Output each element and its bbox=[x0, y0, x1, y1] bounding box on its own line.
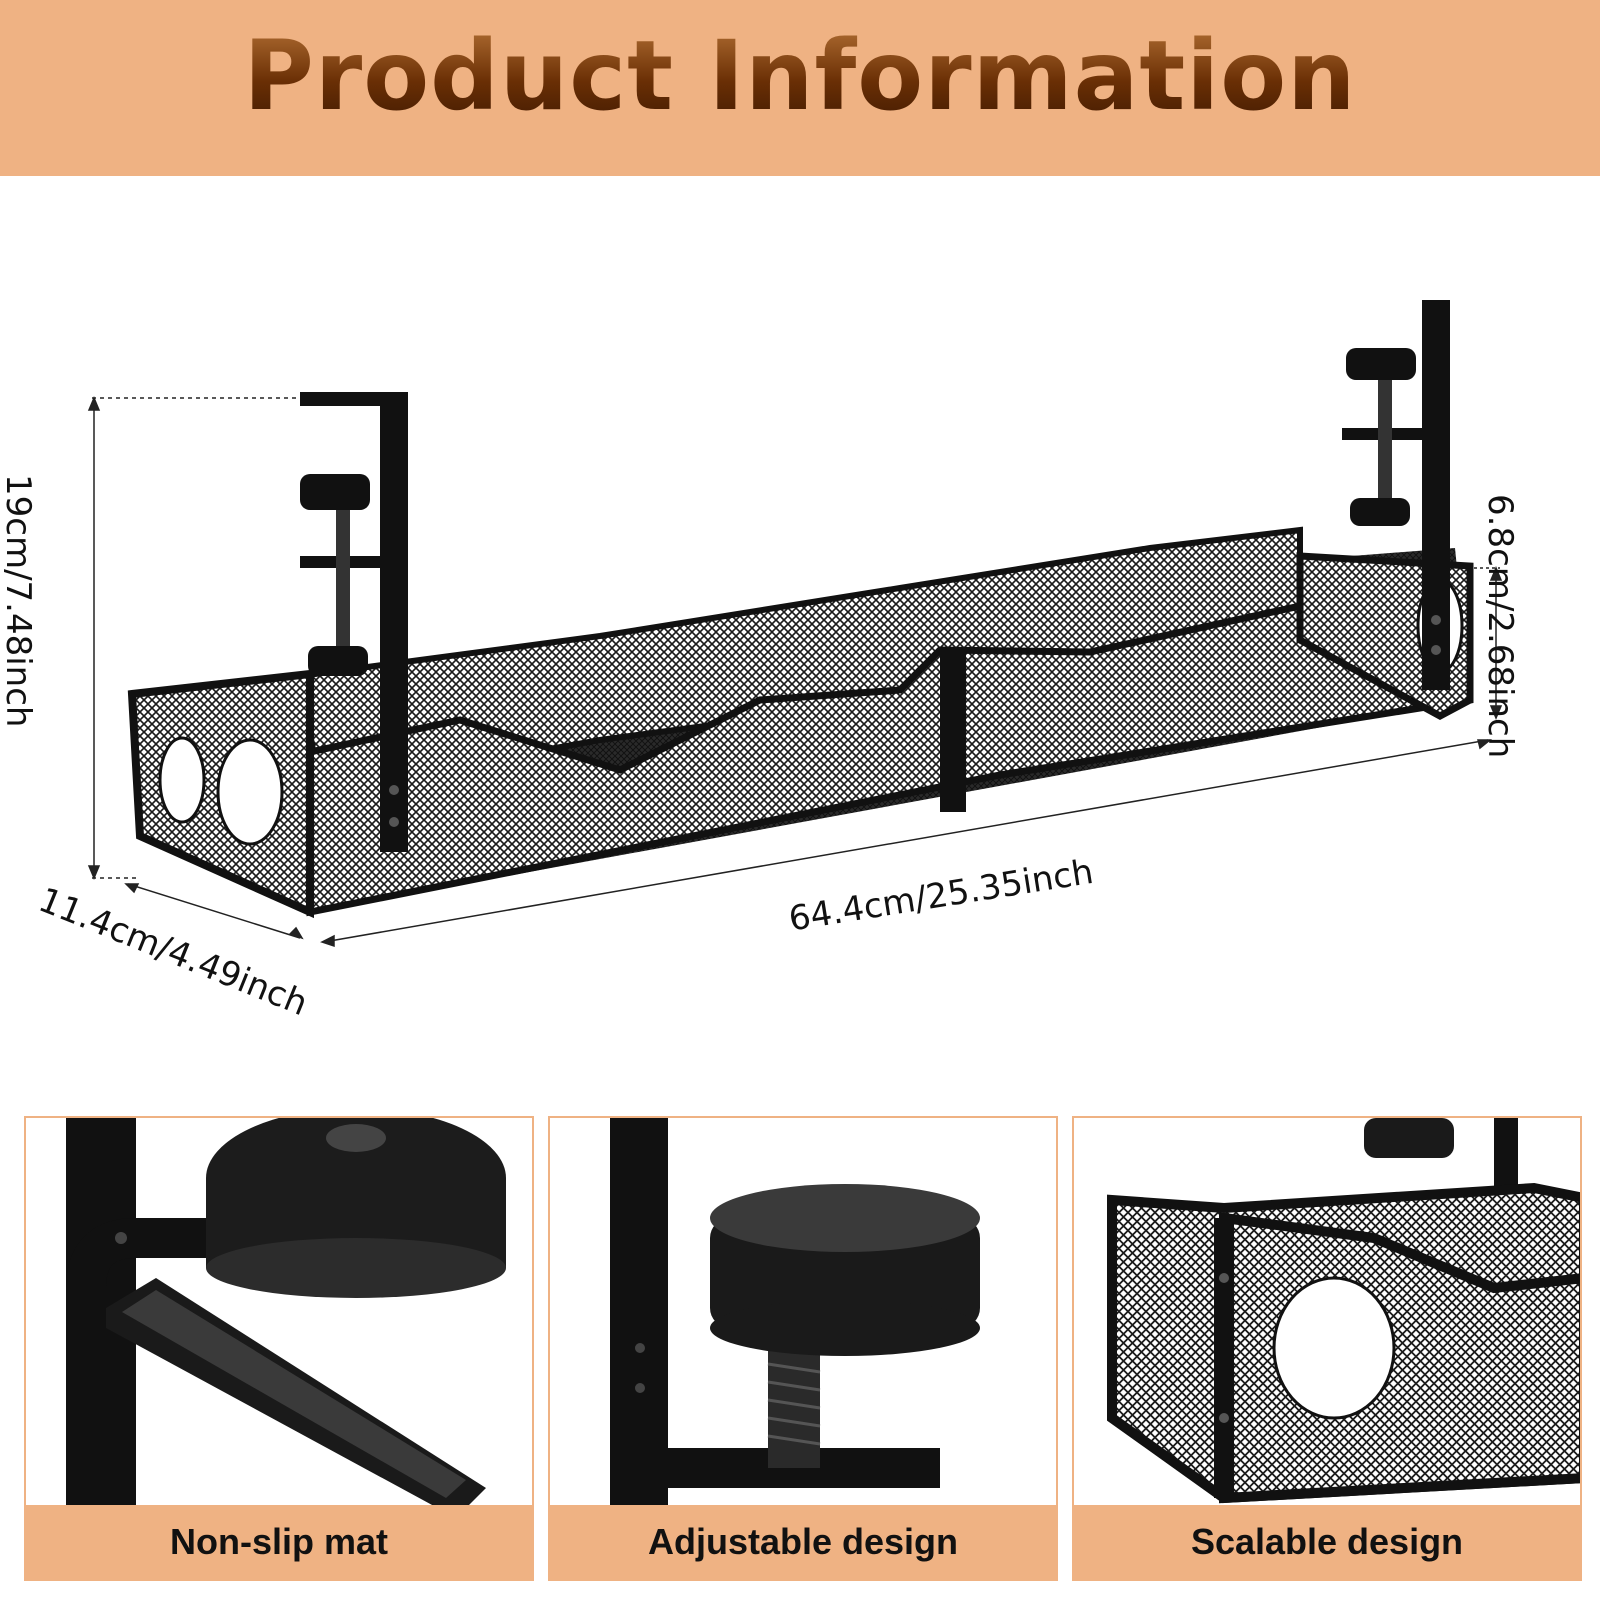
height-dimension: 19cm/7.48inch bbox=[0, 474, 38, 728]
page-title: Product Information bbox=[0, 20, 1600, 132]
adjustable-knob-closeup bbox=[610, 1118, 980, 1518]
feature-label: Non-slip mat bbox=[169, 1521, 388, 1562]
basket-height-dimension: 6.8cm/2.68inch bbox=[1480, 494, 1520, 759]
cable-hole-left bbox=[216, 738, 284, 846]
cable-tray-illustration bbox=[87, 300, 1503, 948]
basket-front-wall bbox=[306, 570, 1474, 917]
scalable-basket-closeup bbox=[1107, 1118, 1580, 1504]
left-clamp bbox=[300, 392, 408, 852]
feature-caption-bar: Adjustable design bbox=[550, 1505, 1056, 1579]
feature-panel-adjustable-design: Adjustable design bbox=[548, 1116, 1058, 1581]
feature-label: Adjustable design bbox=[647, 1521, 959, 1562]
dimension-lines bbox=[87, 396, 1503, 948]
middle-seam bbox=[940, 652, 966, 812]
header-banner: Product Information bbox=[0, 0, 1600, 176]
product-dimension-view: 19cm/7.48inch 64.4cm/25.35inch 11.4cm/4.… bbox=[0, 300, 1600, 1060]
feature-label: Scalable design bbox=[1190, 1521, 1464, 1562]
cable-hole-left-inner bbox=[158, 736, 206, 824]
feature-panel-scalable-design: Scalable design bbox=[1072, 1116, 1582, 1581]
non-slip-mat-closeup bbox=[66, 1118, 506, 1518]
right-clamp bbox=[1342, 300, 1450, 690]
feature-panel-non-slip-mat: Non-slip mat bbox=[24, 1116, 534, 1581]
feature-caption-bar: Non-slip mat bbox=[26, 1505, 532, 1579]
feature-caption-bar: Scalable design bbox=[1074, 1505, 1580, 1579]
